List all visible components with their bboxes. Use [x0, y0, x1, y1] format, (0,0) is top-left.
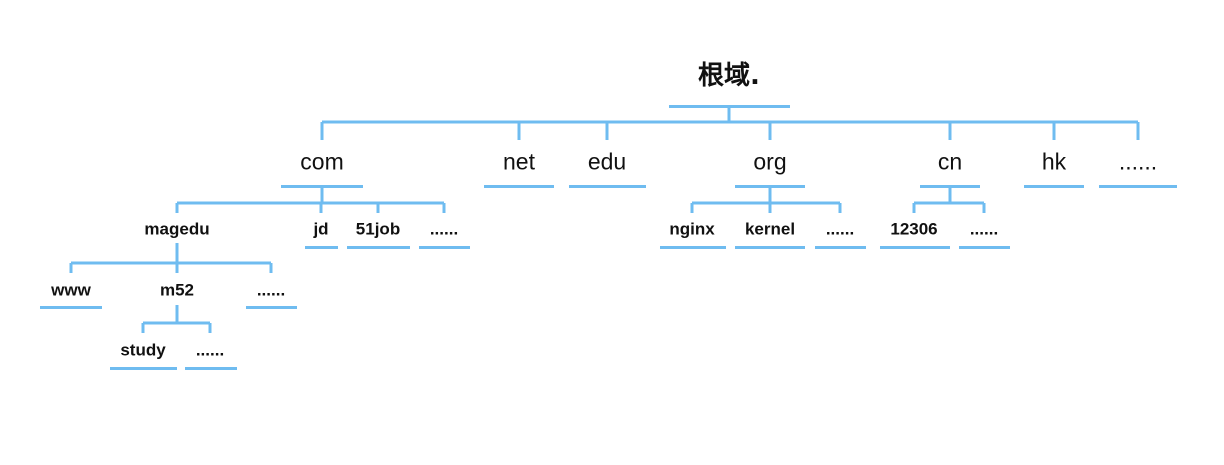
underline-magedu-more — [246, 306, 297, 309]
node-12306: 12306 — [890, 219, 938, 239]
node-magedu-more: ...... — [256, 280, 286, 300]
underline-study — [110, 367, 177, 370]
underline-cn-more — [959, 246, 1010, 249]
underline-m52-more — [185, 367, 237, 370]
underline-12306 — [880, 246, 950, 249]
node-www: www — [51, 280, 91, 300]
node-hk: hk — [1041, 148, 1067, 175]
node-org: org — [753, 148, 787, 175]
underline-kernel — [735, 246, 805, 249]
underline-com-more — [419, 246, 470, 249]
underline-net — [484, 185, 554, 188]
underline-hk — [1024, 185, 1084, 188]
underline-root — [669, 105, 790, 108]
node-study: study — [120, 340, 166, 360]
node-cn: cn — [937, 148, 963, 175]
node-cn-more: ...... — [969, 219, 999, 239]
node-magedu: magedu — [144, 219, 210, 239]
node-nginx: nginx — [669, 219, 715, 239]
underline-org — [735, 185, 805, 188]
node-com: com — [300, 148, 344, 175]
node-jd: jd — [313, 219, 329, 239]
node-m52: m52 — [159, 280, 195, 300]
underline-cn — [920, 185, 980, 188]
underline-www — [40, 306, 102, 309]
underline-org-more — [815, 246, 866, 249]
underline-edu — [569, 185, 646, 188]
underline-51job — [347, 246, 410, 249]
node-root: 根域. — [698, 61, 760, 91]
underline-nginx — [660, 246, 726, 249]
node-51job: 51job — [355, 219, 401, 239]
underline-com — [281, 185, 363, 188]
node-edu: edu — [587, 148, 627, 175]
node-tld-more: ...... — [1118, 148, 1158, 175]
node-kernel: kernel — [744, 219, 796, 239]
node-m52-more: ...... — [195, 340, 225, 360]
node-com-more: ...... — [429, 219, 459, 239]
node-org-more: ...... — [825, 219, 855, 239]
node-net: net — [503, 148, 535, 175]
underline-jd — [305, 246, 338, 249]
underline-tld-more — [1099, 185, 1177, 188]
